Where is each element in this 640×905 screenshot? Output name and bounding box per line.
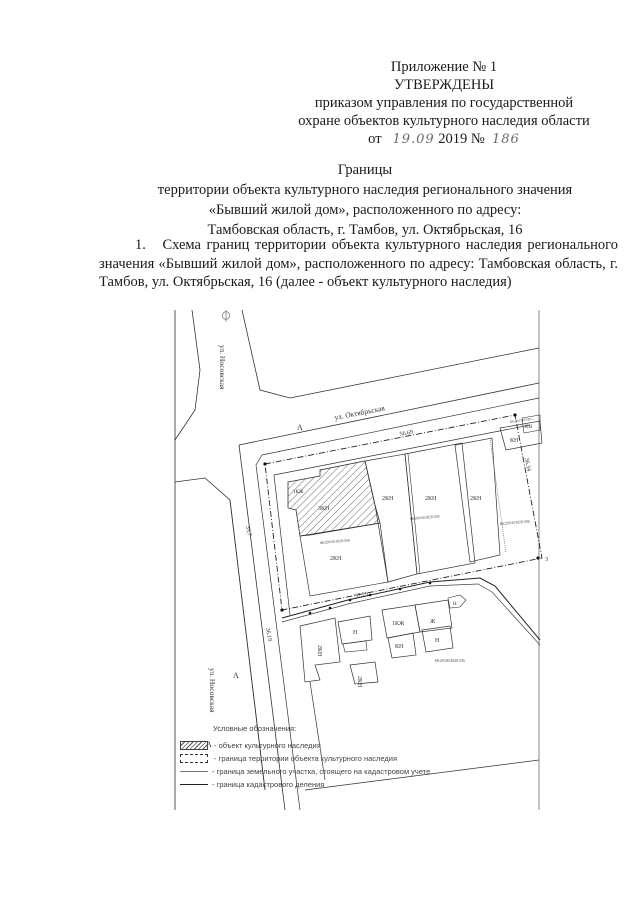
approval-block: Приложение № 1 УТВЕРЖДЕНЫ приказом управ… <box>284 58 604 149</box>
dim-bottom: 57.29 <box>354 591 368 599</box>
title-line-3: «Бывший жилой дом», расположенного по ад… <box>208 202 522 218</box>
legend-item-territory: - граница территории объекта культурного… <box>180 752 480 765</box>
hatch-swatch-icon <box>180 741 208 750</box>
street-label-nosovskaya-bottom: ул. Носовская <box>208 668 217 713</box>
zone-label-a-2: А <box>206 740 212 749</box>
order-date-number: от 19.09 2019 № 186 <box>284 130 604 149</box>
approved-by-line: приказом управления по государственной <box>314 95 574 111</box>
building-label: 1КЖ <box>392 621 405 627</box>
dim-left-lower: 36.19 <box>264 627 272 641</box>
north-symbol: ⏀ <box>220 310 232 323</box>
title-line-2: территории объекта культурного наследия … <box>157 182 573 198</box>
cadastral-number: 68:29:0101020:333 <box>410 514 440 521</box>
building-label: 1КЖ <box>293 490 304 495</box>
zone-label-a-1: А <box>297 423 303 432</box>
site-plan-svg: ⏀ ул. Носовская ул. Октябрьская ул. Носо… <box>174 310 548 810</box>
dim-right: 36.34 <box>523 457 531 471</box>
cadastral-number: 68:29:0101020:... <box>510 417 535 424</box>
title-line-4: Тамбовская область, г. Тамбов, ул. Октяб… <box>207 222 523 238</box>
approved-label: УТВЕРЖДЕНЫ <box>393 77 495 93</box>
building-label: 2КН <box>316 645 322 657</box>
building-label: 2КН <box>356 676 362 688</box>
legend-item-land-plot: - граница земельного участка, стоящего н… <box>180 765 480 778</box>
building-label: КН <box>510 438 519 444</box>
site-plan-map: ⏀ ул. Носовская ул. Октябрьская ул. Носо… <box>170 310 570 810</box>
street-label-oktyabrskaya: ул. Октябрьская <box>334 403 386 422</box>
legend-item-label: - объект культурного наследия <box>214 741 321 750</box>
building-label: Ж <box>430 619 436 625</box>
street-label-nosovskaya-top: ул. Носовская <box>218 345 227 390</box>
building-label: Н <box>453 602 457 607</box>
paragraph-text: Схема границ территории объекта культурн… <box>99 237 618 290</box>
cadastral-number: 68:29:0101020:334 <box>320 538 350 545</box>
legend-item-heritage: - объект культурного наследия <box>180 739 480 752</box>
date-prefix: от <box>368 131 382 147</box>
heritage-building-label: 3КН <box>318 506 330 512</box>
zone-label-a-3: А <box>233 671 239 680</box>
document-title: Границы территории объекта культурного н… <box>100 160 630 240</box>
point-label-3: 3 <box>545 557 548 563</box>
order-year: 2019 № <box>438 131 485 147</box>
approved-by-line-2: охране объектов культурного наследия обл… <box>298 113 590 129</box>
dim-top: 56.69 <box>399 429 413 437</box>
paragraph-number: 1. <box>135 237 146 253</box>
thin-line-icon <box>180 767 208 776</box>
handwritten-date: 19.09 <box>392 132 435 147</box>
legend-title: Условные обозначения: <box>213 724 297 733</box>
section-paragraph: 1. Схема границ территории объекта культ… <box>99 236 618 292</box>
dim-left-upper: 35.7 <box>244 525 252 536</box>
thick-line-icon <box>180 780 208 789</box>
legend-item-label: - граница территории объекта культурного… <box>214 754 398 763</box>
building-label: 2КН <box>382 496 394 502</box>
title-line-1: Границы <box>337 162 393 178</box>
legend-item-label: - граница кадастрового деления <box>212 780 325 789</box>
map-legend: Условные обозначения: - объект культурно… <box>180 724 480 791</box>
building-label: КН <box>525 425 532 430</box>
building-label: Н <box>353 630 358 636</box>
cadastral-number: 68:29:0101020:335 <box>435 659 465 663</box>
building-label: 2КН <box>330 556 342 562</box>
dashed-box-icon <box>180 754 208 763</box>
building-label: 2КН <box>470 496 482 502</box>
appendix-label: Приложение № 1 <box>390 59 498 75</box>
cadastral-number: 68:29:0101020:336 <box>500 519 530 526</box>
building-label: 2КН <box>425 496 437 502</box>
legend-item-label: - граница земельного участка, стоящего н… <box>212 767 431 776</box>
building-label: КН <box>395 644 404 650</box>
building-label: Н <box>435 638 440 644</box>
handwritten-number: 186 <box>492 132 520 147</box>
legend-item-cadastral-division: - граница кадастрового деления <box>180 778 480 791</box>
